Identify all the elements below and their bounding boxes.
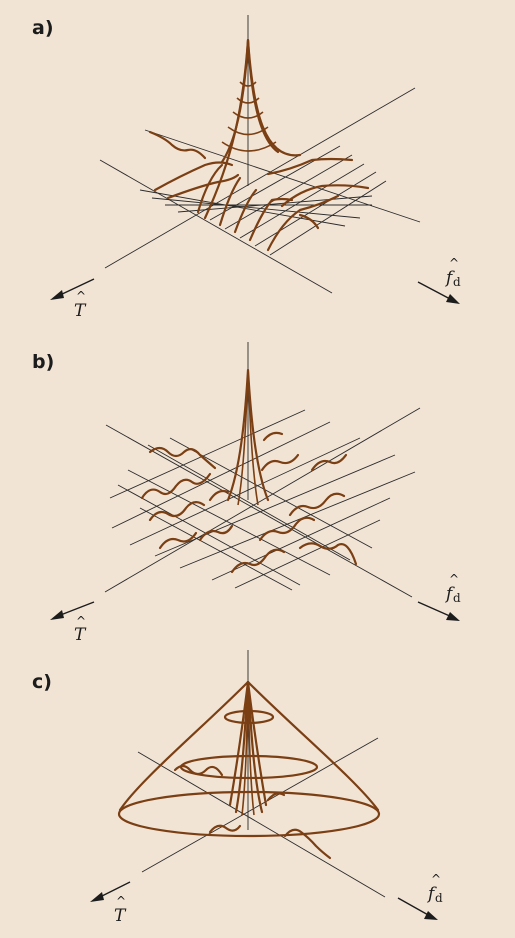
panel-c-sidelobes (173, 764, 332, 860)
panel-c: c) ^ T ^ f d (32, 650, 443, 926)
panel-b-label: b) (32, 351, 54, 373)
panel-a-peak-inner (220, 38, 280, 164)
panel-b-t-axis (104, 407, 421, 593)
panel-a-f-axis (99, 159, 333, 294)
panel-b-t-hat-icon: ^ (76, 614, 86, 628)
panel-b-grid (109, 409, 416, 591)
panel-c-f-subscript: d (435, 891, 443, 905)
panel-c-cone-right (246, 680, 380, 812)
panel-b-f-hat-icon: ^ (449, 572, 459, 586)
panel-c-t-hat-icon: ^ (116, 894, 126, 908)
panel-c-f-label: f (426, 884, 437, 904)
panel-b: b) (32, 342, 461, 645)
panel-a-f-label: f (444, 268, 455, 288)
panel-b-sidelobes (140, 431, 358, 574)
panel-a-f-hat-icon: ^ (449, 256, 459, 270)
panel-c-cone-base (117, 790, 381, 838)
panel-c-cone-left (118, 680, 250, 812)
panel-b-peak-inner (237, 369, 259, 506)
panel-a-t-arrow (50, 278, 95, 300)
panel-a-f-subscript: d (453, 275, 461, 289)
panel-b-f-label: f (444, 584, 455, 604)
panel-b-f-axis (105, 424, 413, 598)
panel-a-t-hat-icon: ^ (76, 289, 86, 303)
panel-c-f-axis (137, 751, 386, 898)
panel-a: a) (32, 15, 461, 321)
panel-c-f-hat-icon: ^ (431, 872, 441, 886)
panel-c-t-arrow (90, 881, 131, 902)
panel-c-spike-left (228, 680, 250, 807)
panel-b-t-arrow (50, 601, 95, 620)
panel-b-t-label: T (74, 625, 87, 645)
panel-c-spike-right (246, 680, 268, 807)
panel-a-label: a) (32, 17, 54, 39)
panel-a-sidelobes (148, 130, 370, 252)
panel-c-label: c) (32, 671, 52, 693)
panel-a-t-label: T (74, 301, 87, 321)
panel-c-f-arrow (397, 897, 438, 920)
panel-a-peak (203, 38, 302, 220)
panel-c-t-label: T (114, 906, 127, 926)
panel-b-f-arrow (417, 601, 460, 621)
panel-c-cone-mid-ring (179, 754, 319, 780)
panel-a-f-arrow (417, 281, 460, 304)
panel-a-t-axis (104, 87, 416, 269)
panel-b-f-subscript: d (453, 591, 461, 605)
panel-a-contour-rings (221, 81, 277, 152)
